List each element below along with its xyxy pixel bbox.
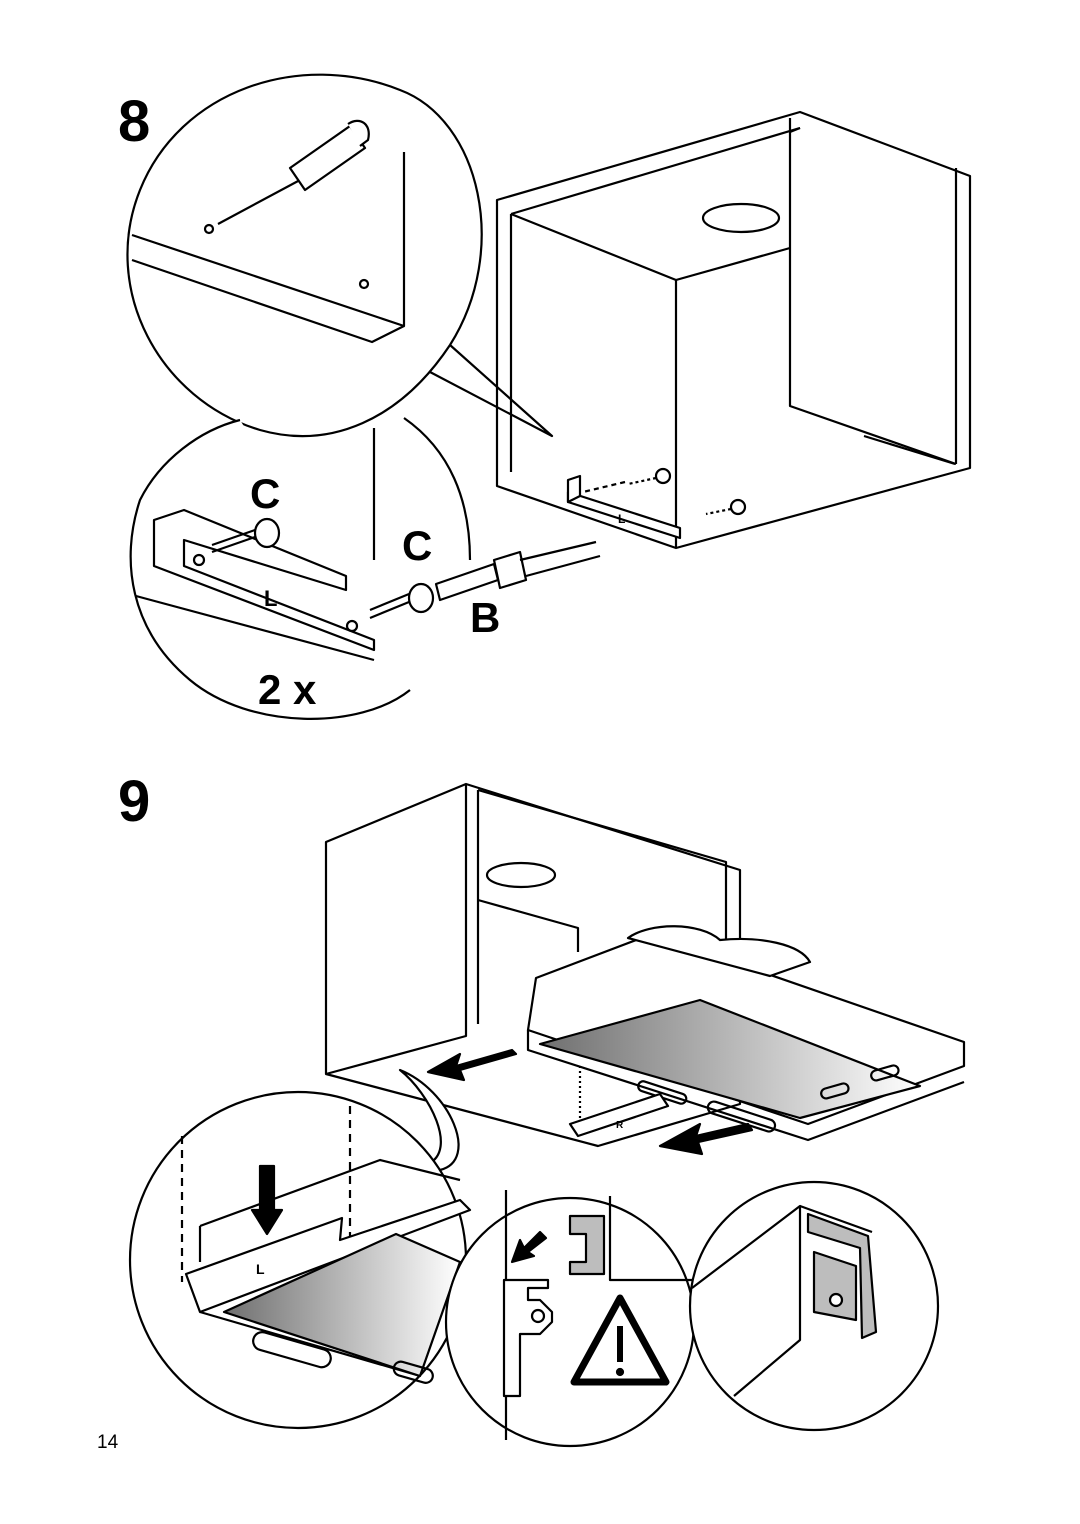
rail-mark-r: R — [616, 1120, 624, 1131]
warning-triangle-icon — [570, 1294, 670, 1386]
awl-icon — [217, 119, 370, 225]
extractor-hood: R — [526, 925, 966, 1142]
screw-icon — [705, 498, 747, 516]
step-8-number: 8 — [118, 89, 151, 154]
screw-icon — [211, 517, 281, 554]
page-number: 14 — [97, 1432, 119, 1453]
cable-hole — [701, 202, 781, 234]
label-c-upper: C — [250, 470, 280, 517]
screwdriver-icon — [434, 540, 601, 602]
push-arrow-icon — [658, 1122, 754, 1156]
step-8-illustration: L — [126, 73, 972, 720]
step-9-illustration: R L — [128, 782, 966, 1448]
cable-hole — [485, 861, 557, 889]
detail-circle-bracket — [688, 1180, 940, 1432]
detail-circle-hook — [444, 1190, 696, 1448]
down-arrow-icon — [250, 1164, 284, 1236]
push-arrow-icon — [426, 1048, 518, 1082]
detail-circle-rail-fitting: L — [128, 1090, 472, 1430]
label-b: B — [470, 594, 500, 641]
push-arrow-icon — [510, 1230, 548, 1264]
rail-mark-small: L — [618, 512, 625, 526]
screw-icon — [627, 467, 672, 486]
rail-mark-detail: L — [256, 1261, 265, 1277]
screw-icon — [369, 582, 435, 620]
rail-mark: L — [264, 586, 277, 611]
repeat-count: 2 x — [258, 666, 317, 713]
step-9-number: 9 — [118, 769, 151, 834]
detail-circle-rail: L — [129, 417, 601, 720]
label-c-right: C — [402, 522, 432, 569]
detail-circle-holes — [126, 73, 554, 438]
wall-cabinet: L — [495, 110, 972, 550]
